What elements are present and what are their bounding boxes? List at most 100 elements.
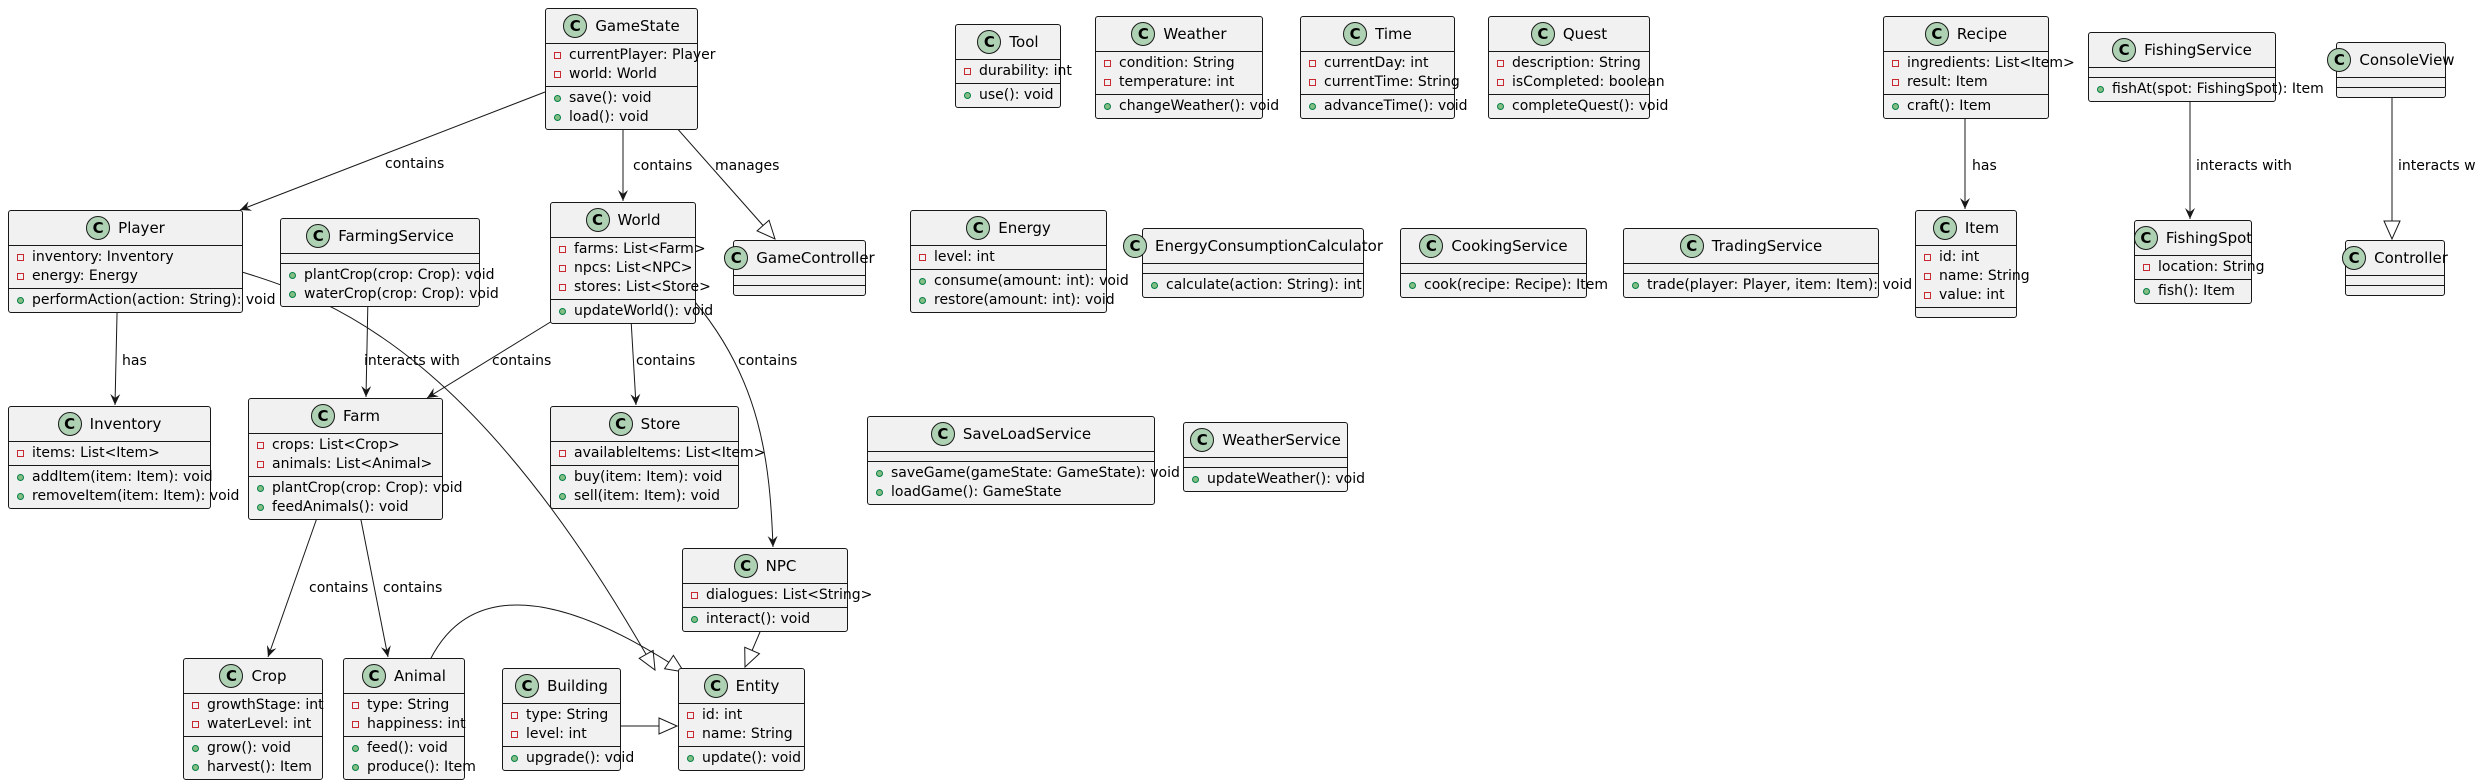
attribute-row: type: String — [503, 706, 620, 725]
attribute-row: type: String — [344, 696, 464, 715]
method-text: restore(amount: int): void — [934, 292, 1115, 308]
method-row: loadGame(): GameState — [868, 483, 1154, 502]
class-stereotype-icon: C — [1419, 234, 1444, 258]
class-name: Farm — [343, 407, 380, 425]
attribute-row: level: int — [503, 725, 620, 744]
method-text: harvest(): Item — [207, 759, 312, 775]
class-name: SaveLoadService — [962, 425, 1092, 443]
class-name: Tool — [1009, 33, 1039, 51]
class-stereotype-icon: C — [733, 554, 758, 578]
attribute-compartment: level: int — [911, 245, 1106, 269]
method-compartment — [2346, 285, 2444, 295]
public-visibility-icon — [691, 616, 698, 623]
class-stereotype-icon: C — [608, 412, 633, 436]
method-compartment: craft(): Item — [1884, 94, 2048, 118]
attribute-compartment: type: String level: int — [503, 703, 620, 746]
class-name: Quest — [1562, 25, 1608, 43]
method-text: feedAnimals(): void — [272, 499, 409, 515]
attribute-row: stores: List<Store> — [551, 278, 711, 297]
private-visibility-icon — [559, 450, 566, 457]
method-compartment — [734, 285, 865, 295]
private-visibility-icon — [1924, 292, 1931, 299]
class-stereotype-icon: C — [311, 404, 336, 428]
inheritance-line-npc-entity — [745, 631, 761, 667]
method-row: load(): void — [546, 108, 697, 127]
attribute-text: condition: String — [1119, 55, 1235, 71]
attribute-text: isCompleted: boolean — [1512, 74, 1665, 90]
attribute-row: condition: String — [1096, 54, 1262, 73]
relation-label: contains — [492, 353, 552, 369]
method-text: calculate(action: String): int — [1166, 277, 1362, 293]
class-stereotype-icon: C — [585, 208, 610, 232]
attribute-text: currentDay: int — [1324, 55, 1429, 71]
attribute-compartment: location: String — [2135, 255, 2265, 279]
class-name: Animal — [394, 667, 446, 685]
public-visibility-icon — [1309, 103, 1316, 110]
method-compartment: use(): void — [956, 83, 1060, 107]
private-visibility-icon — [1892, 79, 1899, 86]
attribute-text: type: String — [526, 707, 609, 723]
attribute-text: durability: int — [979, 63, 1072, 79]
attribute-compartment: dialogues: List<String> — [683, 583, 872, 607]
public-visibility-icon — [289, 291, 296, 298]
method-row: interact(): void — [683, 610, 847, 629]
private-visibility-icon — [559, 265, 566, 272]
class-tool[interactable]: C Tool durability: int use(): void — [955, 24, 1072, 108]
attribute-text: items: List<Item> — [32, 445, 160, 461]
method-text: performAction(action: String): void — [32, 292, 276, 308]
attribute-row: id: int — [1916, 248, 2016, 267]
attribute-row: name: String — [679, 725, 804, 744]
method-row: performAction(action: String): void — [9, 291, 276, 310]
attribute-row: id: int — [679, 706, 804, 725]
private-visibility-icon — [352, 721, 359, 728]
method-compartment: update(): void — [679, 746, 804, 770]
relation-label: has — [1972, 158, 1997, 174]
method-row: plantCrop(crop: Crop): void — [249, 479, 463, 498]
attribute-compartment — [1184, 457, 1347, 467]
attribute-row: result: Item — [1884, 73, 2048, 92]
class-stereotype-icon: C — [977, 30, 1002, 54]
method-compartment: fishAt(spot: FishingSpot): Item — [2089, 77, 2324, 101]
relation-label: contains — [633, 158, 693, 174]
method-row: removeItem(item: Item): void — [9, 487, 239, 506]
